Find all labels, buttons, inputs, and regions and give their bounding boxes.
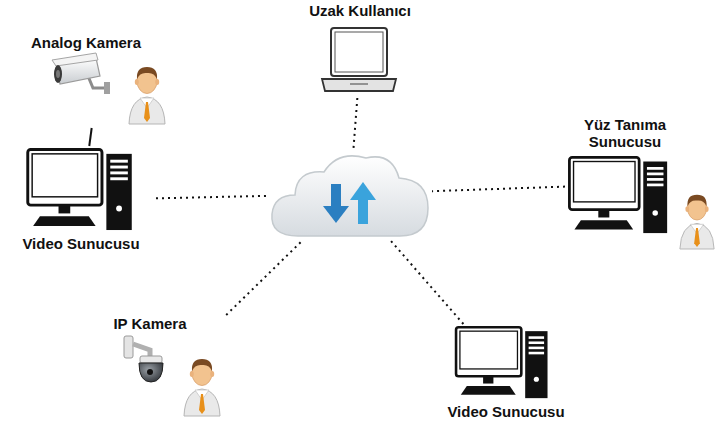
node-label: Video Sunucusu bbox=[8, 235, 154, 252]
network-link bbox=[226, 240, 303, 315]
network-link bbox=[156, 196, 268, 199]
cloud-shape bbox=[268, 148, 432, 240]
network-link bbox=[354, 98, 358, 148]
camera-node: IP Kamera bbox=[108, 315, 238, 419]
cloud-node bbox=[268, 148, 432, 240]
person-icon bbox=[680, 195, 714, 249]
server-node: Video Sunucusu bbox=[425, 324, 589, 424]
node-label: IP Kamera bbox=[108, 315, 192, 332]
laptop-icon bbox=[322, 28, 396, 91]
camera-node: Analog Kamera bbox=[26, 34, 170, 128]
computer-icon bbox=[456, 327, 547, 398]
network-link bbox=[432, 187, 565, 192]
cable-link bbox=[89, 128, 91, 146]
server-node: Yüz Tanıma Sunucusu bbox=[565, 116, 717, 252]
remote-user-node: Uzak Kullanıcı bbox=[295, 2, 427, 98]
network-link bbox=[390, 240, 463, 324]
node-label: Uzak Kullanıcı bbox=[295, 2, 425, 19]
analog-camera-icon bbox=[52, 53, 110, 94]
person-icon bbox=[184, 359, 220, 416]
computer-icon bbox=[569, 157, 667, 233]
computer-icon bbox=[28, 149, 132, 230]
node-label: Video Sunucusu bbox=[425, 403, 587, 420]
server-node: Video Sunucusu bbox=[8, 146, 156, 254]
node-label: Yüz Tanıma Sunucusu bbox=[570, 116, 680, 150]
ip-camera-icon bbox=[124, 336, 163, 382]
node-label: Analog Kamera bbox=[26, 34, 146, 51]
person-icon bbox=[129, 67, 165, 124]
